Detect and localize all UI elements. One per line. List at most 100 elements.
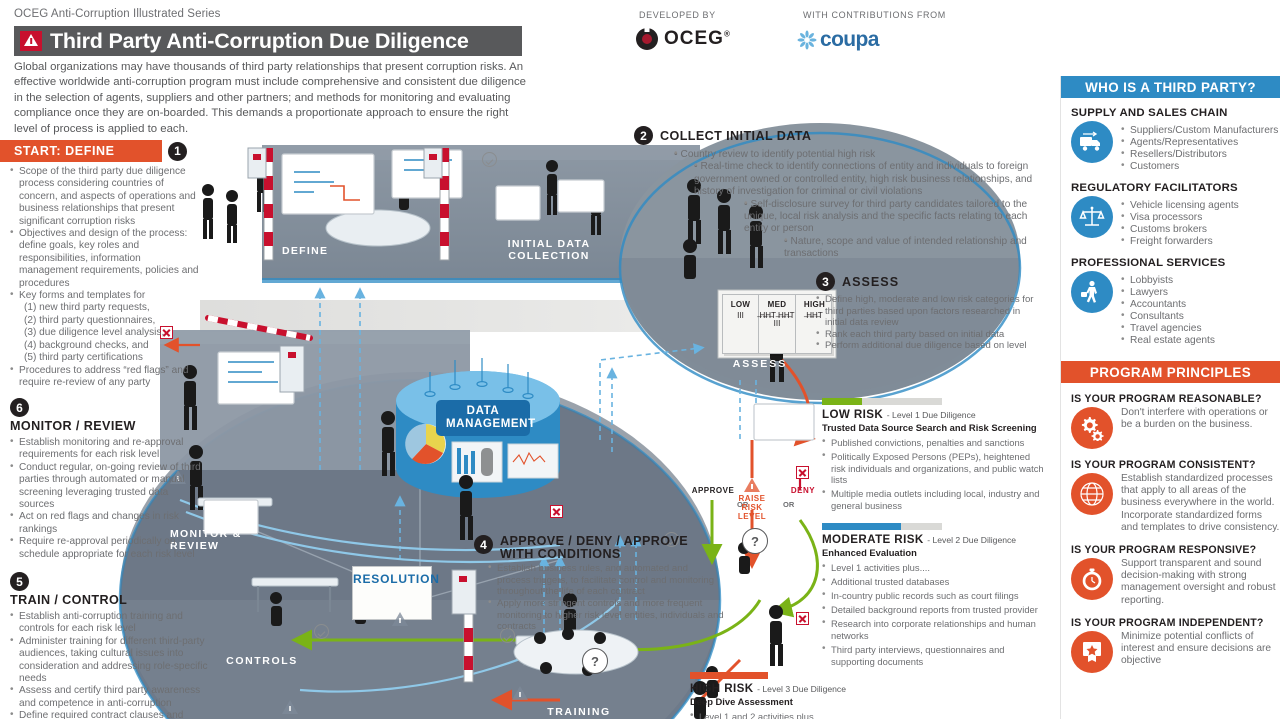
step-2-collect-initial-data: 2 COLLECT INITIAL DATA •Country review t… (634, 126, 1034, 261)
group-item: Accountants (1121, 298, 1215, 311)
step-5-number: 5 (10, 572, 29, 591)
group-item: Freight forwarders (1121, 235, 1239, 248)
step-2-bullet: •Self-disclosure survey for third party … (744, 198, 1034, 236)
risk-subtitle-low: Trusted Data Source Search and Risk Scre… (822, 422, 1037, 433)
step-6-bullet: Conduct regular, on-going review of thir… (10, 461, 202, 512)
step-1-bullet: Scope of the third party due diligence p… (10, 165, 202, 228)
group-item: Customers (1121, 160, 1278, 173)
step-3-bullet: Define high, moderate and low risk categ… (816, 293, 1036, 329)
step-1-banner: START: DEFINE (0, 140, 162, 162)
step-6-number: 6 (10, 398, 29, 417)
stopwatch-icon (1071, 558, 1113, 601)
step-2-number: 2 (634, 126, 653, 145)
contributions-label: WITH CONTRIBUTIONS FROM (803, 10, 946, 20)
step-1-number: 1 (168, 141, 187, 161)
scene-label-assess: ASSESS (732, 358, 788, 370)
step-5-bullet: Assess and certify third party awareness… (10, 684, 208, 710)
step-2-title: COLLECT INITIAL DATA (660, 128, 812, 143)
step-6-bullet: Require re-approval periodically on sche… (10, 535, 202, 561)
step-2-bullet: •Real-time check to identify connections… (694, 160, 1034, 198)
third-party-heading: WHO IS A THIRD PARTY? (1061, 76, 1280, 98)
step-5-title: TRAIN / CONTROL (10, 593, 128, 607)
check-icon-1 (482, 152, 497, 167)
group-item: Resellers/Distributors (1121, 148, 1278, 161)
step-1-subitem: (3) due diligence level analysis, (24, 327, 165, 339)
risk-bullet-high: Level 1 and 2 activities plus.... (690, 710, 915, 719)
step-3-bullet: Perform additional due diligence based o… (816, 339, 1036, 352)
or-label-right: OR (783, 500, 795, 509)
risk-bullet-moderate: Research into corporate relationships an… (822, 617, 1047, 641)
step-1-subitem: (2) third party questionnaires, (24, 314, 156, 326)
step-6-title: MONITOR / REVIEW (10, 419, 136, 433)
deny-x-icon (796, 466, 809, 479)
step-6-monitor-review: 6 MONITOR / REVIEW Establish monitoring … (10, 398, 202, 561)
step-5-bullet: Define required contract clauses and aud… (10, 709, 208, 719)
step-1-subitem: (5) third party certifications (24, 352, 143, 364)
risk-bar-low (822, 398, 942, 405)
step-6-bullet: Establish monitoring and re-approval req… (10, 436, 202, 462)
scene-label-controls: CONTROLS (226, 655, 298, 667)
risk-bullet-low: Multiple media outlets including local, … (822, 487, 1047, 511)
principle-responsive: Support transparent and sound decision-m… (1061, 558, 1280, 607)
risk-block-low: LOW RISK - Level 1 Due Diligence Trusted… (822, 398, 1047, 514)
program-principles-heading: PROGRAM PRINCIPLES (1061, 361, 1280, 383)
red-flag-x-icon-3 (796, 612, 809, 625)
principle-reasonable: Don't interfere with operations or be a … (1061, 407, 1280, 449)
step-1-bullet: Objectives and design of the process: de… (10, 227, 202, 290)
step-2-bullet: •Nature, scope and value of intended rel… (784, 235, 1034, 261)
coupa-logo: coupa (797, 28, 879, 52)
group-professional: Lobbyists Lawyers Accountants Consultant… (1061, 271, 1280, 347)
risk-bullet-low: Politically Exposed Persons (PEPs), heig… (822, 450, 1047, 486)
check-icon-4 (314, 624, 329, 639)
group-title-regulatory: REGULATORY FACILITATORS (1071, 182, 1238, 194)
page-title: Third Party Anti-Corruption Due Diligenc… (50, 28, 469, 53)
step-1-subitem: (1) new third party requests, (24, 302, 150, 314)
group-item: Visa processors (1121, 211, 1239, 224)
globe-icon (1071, 473, 1113, 515)
step-4-bullet: Establish business rules, and automated … (488, 562, 724, 598)
principle-title-independent: IS YOUR PROGRAM INDEPENDENT? (1071, 616, 1264, 629)
red-flag-x-icon-1 (160, 326, 173, 339)
assess-board: LOW III MED ̶H̶H̶T ̶H̶H̶T III HIGH ̶H̶H̶… (722, 294, 832, 354)
group-regulatory: Vehicle licensing agents Visa processors… (1061, 196, 1280, 248)
risk-title-low: LOW RISK - Level 1 Due Diligence (822, 408, 976, 421)
step-1-subitem: (4) background checks, and (24, 339, 149, 351)
series-kicker: OCEG Anti-Corruption Illustrated Series (14, 8, 221, 20)
risk-subtitle-high: Deep Dive Assessment (690, 696, 793, 707)
group-item: Customs brokers (1121, 223, 1239, 236)
warning-icon-3 (282, 700, 298, 714)
red-flag-x-icon-2 (550, 505, 563, 518)
assess-col-low: LOW (730, 300, 751, 309)
principle-title-responsive: IS YOUR PROGRAM RESPONSIVE? (1071, 544, 1257, 557)
step-3-assess: 3 ASSESS Define high, moderate and low r… (816, 272, 1036, 352)
risk-bullet-low: Published convictions, penalties and san… (822, 436, 1047, 449)
step-3-bullet: Rank each third party based on initial d… (816, 328, 1036, 341)
left-steps-column: START: DEFINE 1 Scope of the third party… (0, 140, 208, 719)
raise-risk-level-label: RAISE RISK LEVEL (737, 494, 767, 521)
risk-block-high: HIGH RISK - Level 3 Due Diligence Deep D… (690, 672, 915, 719)
oceg-wordmark: OCEG® (664, 28, 731, 49)
risk-block-moderate: MODERATE RISK - Level 2 Due Diligence En… (822, 523, 1047, 670)
group-item: Consultants (1121, 310, 1215, 323)
risk-subtitle-moderate: Enhanced Evaluation (822, 547, 917, 558)
delivery-truck-icon (1071, 121, 1113, 163)
group-supply-sales: Suppliers/Custom Manufacturers Agents/Re… (1061, 121, 1280, 173)
warning-icon-2 (392, 612, 408, 626)
step-3-title: ASSESS (842, 274, 900, 289)
intro-paragraph: Global organizations may have thousands … (14, 61, 527, 135)
oceg-target-icon (636, 28, 658, 50)
approve-label: APPROVE (691, 486, 735, 495)
principle-text-consistent: Establish standardized processes that ap… (1121, 473, 1280, 533)
group-item: Vehicle licensing agents (1121, 199, 1239, 212)
coupa-wordmark: coupa (820, 28, 879, 51)
question-bubble-1: ? (742, 528, 768, 554)
group-item: Real estate agents (1121, 334, 1215, 347)
step-1-bullet: Procedures to address “red flags” and re… (10, 364, 202, 390)
data-management-label: DATA MANAGEMENT (436, 400, 535, 436)
oceg-logo: OCEG® (636, 28, 731, 50)
step-5-bullet: Establish anti-corruption training and c… (10, 610, 208, 636)
gears-icon (1071, 407, 1113, 449)
group-item: Lawyers (1121, 286, 1215, 299)
page-title-bar: Third Party Anti-Corruption Due Diligenc… (14, 26, 522, 56)
principle-consistent: Establish standardized processes that ap… (1061, 473, 1280, 534)
